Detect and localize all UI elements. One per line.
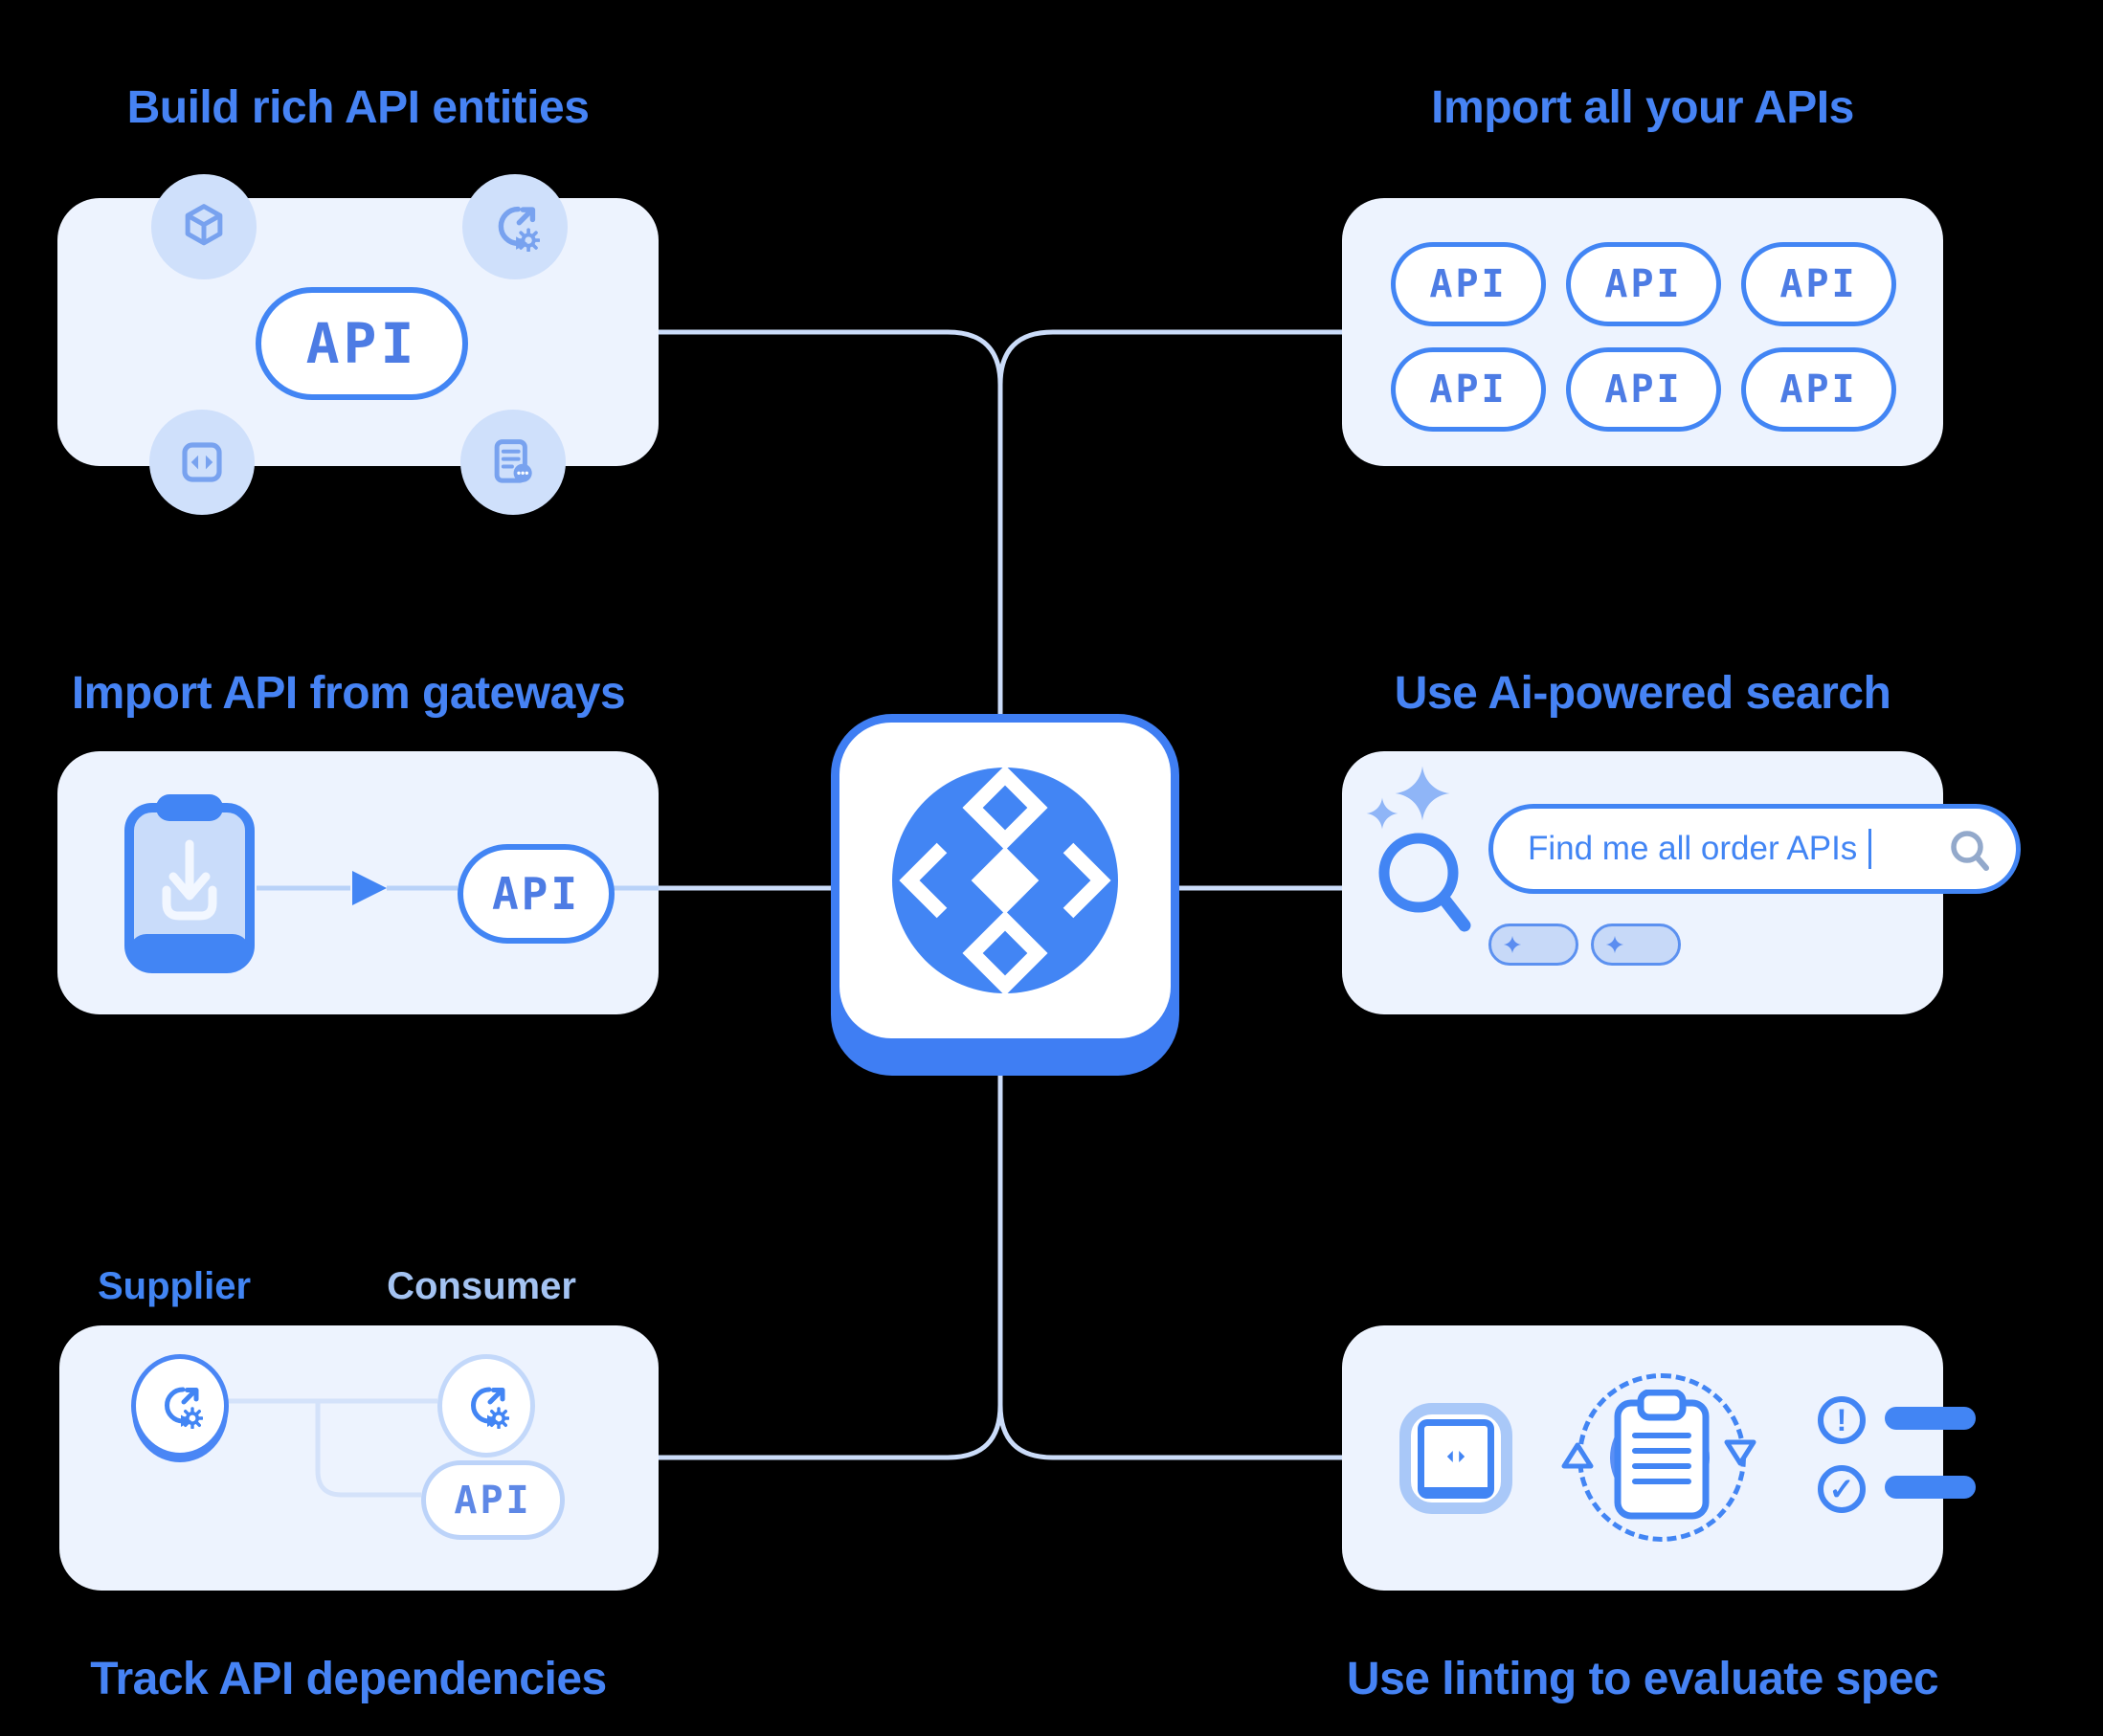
connector-build-to-hub [659, 329, 1003, 718]
cycle-up-triangle-icon [1561, 1442, 1594, 1469]
gateways-card-title: Import API from gateways [71, 668, 626, 719]
connector-hub-to-dependencies [659, 1072, 1003, 1460]
gateways-api-pill: API [458, 844, 615, 944]
build-card-title: Build rich API entities [126, 82, 590, 133]
magnifier-icon [1378, 833, 1471, 932]
linting-card-title: Use linting to evaluate spec [1346, 1654, 1939, 1704]
api-pill: API [1566, 347, 1721, 432]
error-bar [1885, 1407, 1976, 1430]
api-pill: API [1741, 242, 1896, 326]
sync-badge [462, 174, 568, 279]
dependencies-api-pill-label: API [454, 1478, 532, 1523]
dependency-links [219, 1398, 437, 1498]
supplier-node [131, 1354, 229, 1458]
play-arrow-icon [352, 871, 387, 905]
sparkle-icon [1605, 935, 1624, 954]
api-pill: API [1391, 242, 1546, 326]
search-input[interactable]: Find me all order APIs [1488, 804, 2021, 894]
sync-gear-icon [490, 202, 540, 252]
api-pill: API [1741, 347, 1896, 432]
search-query-text: Find me all order APIs [1528, 830, 1858, 867]
suggestion-chip[interactable] [1488, 924, 1578, 966]
dependencies-api-pill: API [421, 1460, 565, 1540]
spec-document-icon [1614, 1390, 1710, 1520]
sparkle-icon [1503, 935, 1522, 954]
consumer-label: Consumer [387, 1265, 576, 1307]
import-card-title: Import all your APIs [1431, 82, 1854, 133]
sync-gear-icon [157, 1383, 203, 1429]
connector-import-to-hub [997, 329, 1342, 386]
build-api-pill-label: API [305, 311, 418, 376]
search-icon[interactable] [1947, 828, 1993, 876]
api-pill-label: API [1429, 262, 1508, 306]
consumer-node [437, 1354, 535, 1458]
gateway-flow-lines [257, 871, 659, 905]
api-pill-label: API [1429, 367, 1508, 412]
api-pill-label: API [1604, 367, 1683, 412]
sparkle-icon [1393, 764, 1452, 823]
error-icon: ! [1818, 1396, 1866, 1444]
success-icon: ✓ [1818, 1465, 1866, 1513]
api-pill: API [1391, 347, 1546, 432]
text-caret [1868, 829, 1872, 869]
doc-comment-icon [487, 436, 539, 488]
download-clipboard-icon [124, 794, 255, 973]
doc-badge [460, 410, 566, 515]
connector-hub-to-linting [997, 1404, 1342, 1460]
code-spec-inner-frame [1418, 1418, 1494, 1499]
code-spec-icon [1399, 1403, 1512, 1514]
api-hub-logo [831, 714, 1179, 1076]
cube-badge [151, 174, 257, 279]
api-pill-label: API [1604, 262, 1683, 306]
cube-icon [178, 201, 230, 253]
gateways-api-pill-label: API [491, 868, 581, 920]
code-badge [149, 410, 255, 515]
api-pill-label: API [1779, 262, 1858, 306]
api-pill-label: API [1779, 367, 1858, 412]
api-pill: API [1566, 242, 1721, 326]
supplier-label: Supplier [97, 1265, 252, 1307]
code-brackets-icon [176, 436, 228, 488]
success-bar [1885, 1476, 1976, 1499]
api-hub-logo-glyph [892, 766, 1118, 995]
suggestion-chip[interactable] [1591, 924, 1681, 966]
search-card-title: Use Ai-powered search [1394, 668, 1891, 719]
build-api-pill: API [256, 287, 468, 400]
sync-gear-icon [463, 1383, 509, 1429]
cycle-down-triangle-icon [1724, 1439, 1756, 1466]
code-brackets-glyph [1446, 1450, 1465, 1462]
dependencies-card-title: Track API dependencies [90, 1654, 607, 1704]
